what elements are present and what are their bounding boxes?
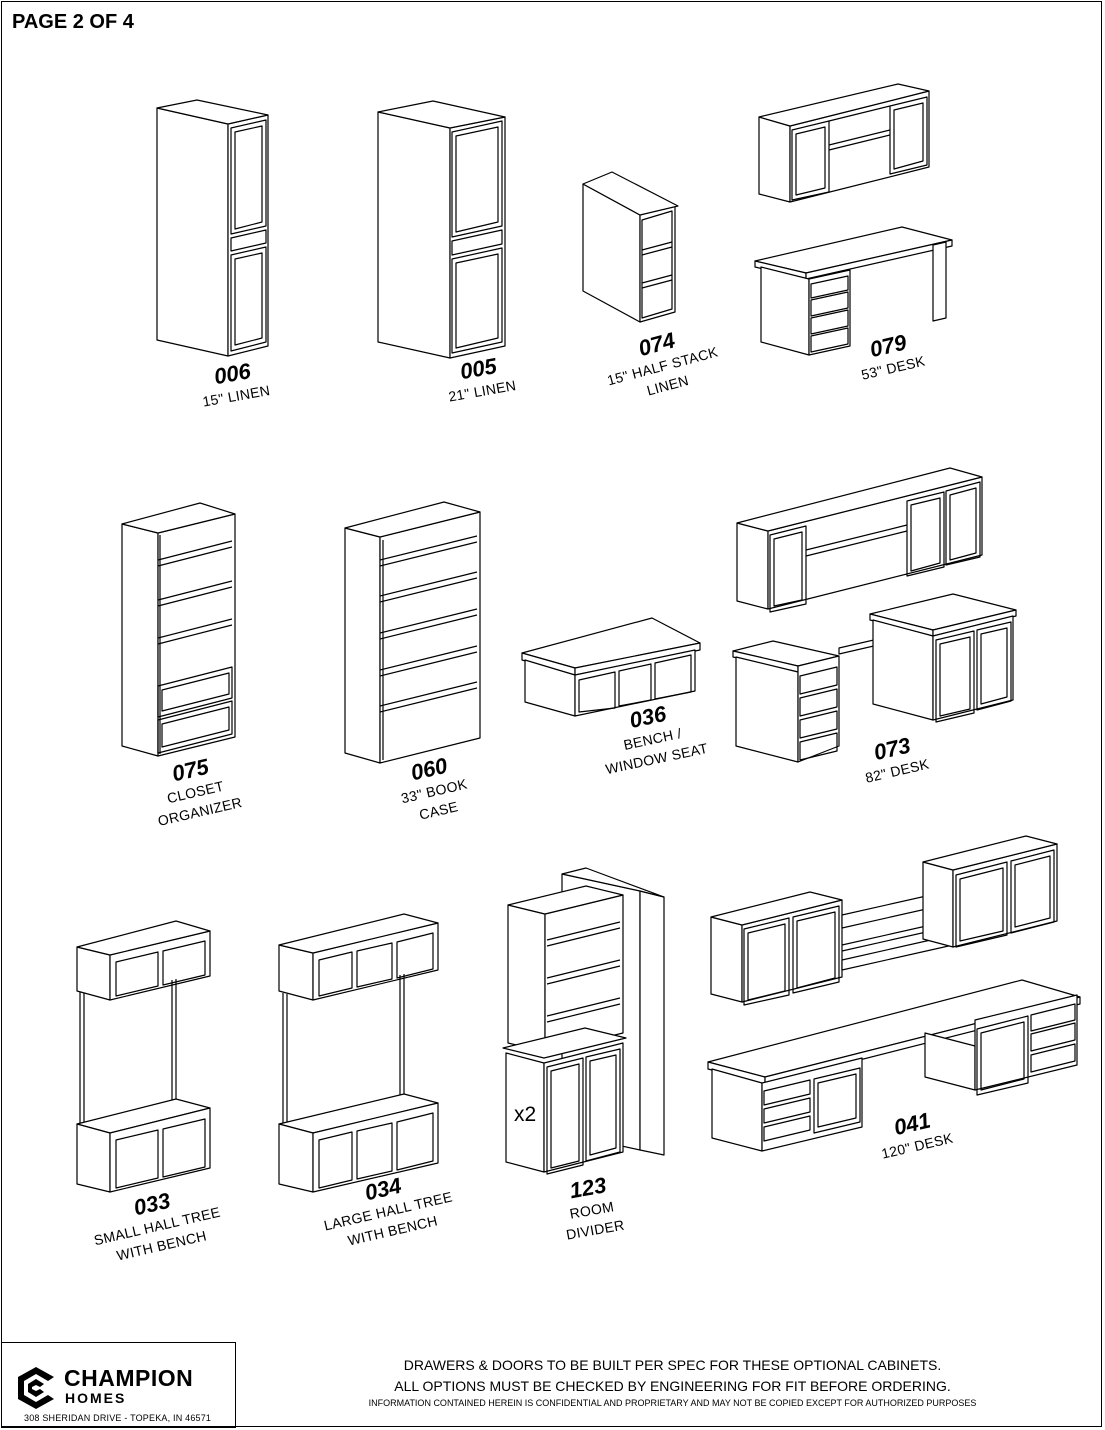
footer-note-3: INFORMATION CONTAINED HEREIN IS CONFIDEN… — [368, 1398, 977, 1408]
drawing-075-closet-organizer — [121, 502, 236, 757]
champion-logo-icon — [18, 1367, 54, 1409]
brand-name: CHAMPION — [64, 1365, 194, 1391]
brand-sub: HOMES — [65, 1390, 127, 1406]
footer-note-2: ALL OPTIONS MUST BE CHECKED BY ENGINEERI… — [394, 1378, 951, 1394]
drawing-036-bench — [521, 617, 701, 717]
drawing-060-book-case — [344, 501, 481, 764]
company-address: 308 SHERIDAN DRIVE - TOPEKA, IN 46571 — [24, 1413, 212, 1423]
page-number: PAGE 2 OF 4 — [12, 11, 134, 33]
drawing-033-small-hall-tree — [76, 920, 211, 1193]
footer-note-1: DRAWERS & DOORS TO BE BUILT PER SPEC FOR… — [403, 1357, 942, 1373]
drawing-073-desk — [732, 467, 1017, 763]
company-logo-block: CHAMPION HOMES 308 SHERIDAN DRIVE - TOPE… — [1, 1342, 236, 1428]
drawing-079-desk — [754, 83, 953, 356]
drawing-041-desk — [707, 835, 1081, 1152]
drawing-074-half-stack — [582, 171, 679, 323]
drawing-123-room-divider — [502, 867, 665, 1175]
drawing-006-linen — [156, 99, 269, 357]
drawing-034-large-hall-tree — [278, 913, 439, 1193]
drawing-005-linen — [377, 100, 506, 359]
label-123: 123 ROOM DIVIDER — [557, 1171, 626, 1244]
room-divider-quantity: x2 — [514, 1103, 537, 1126]
